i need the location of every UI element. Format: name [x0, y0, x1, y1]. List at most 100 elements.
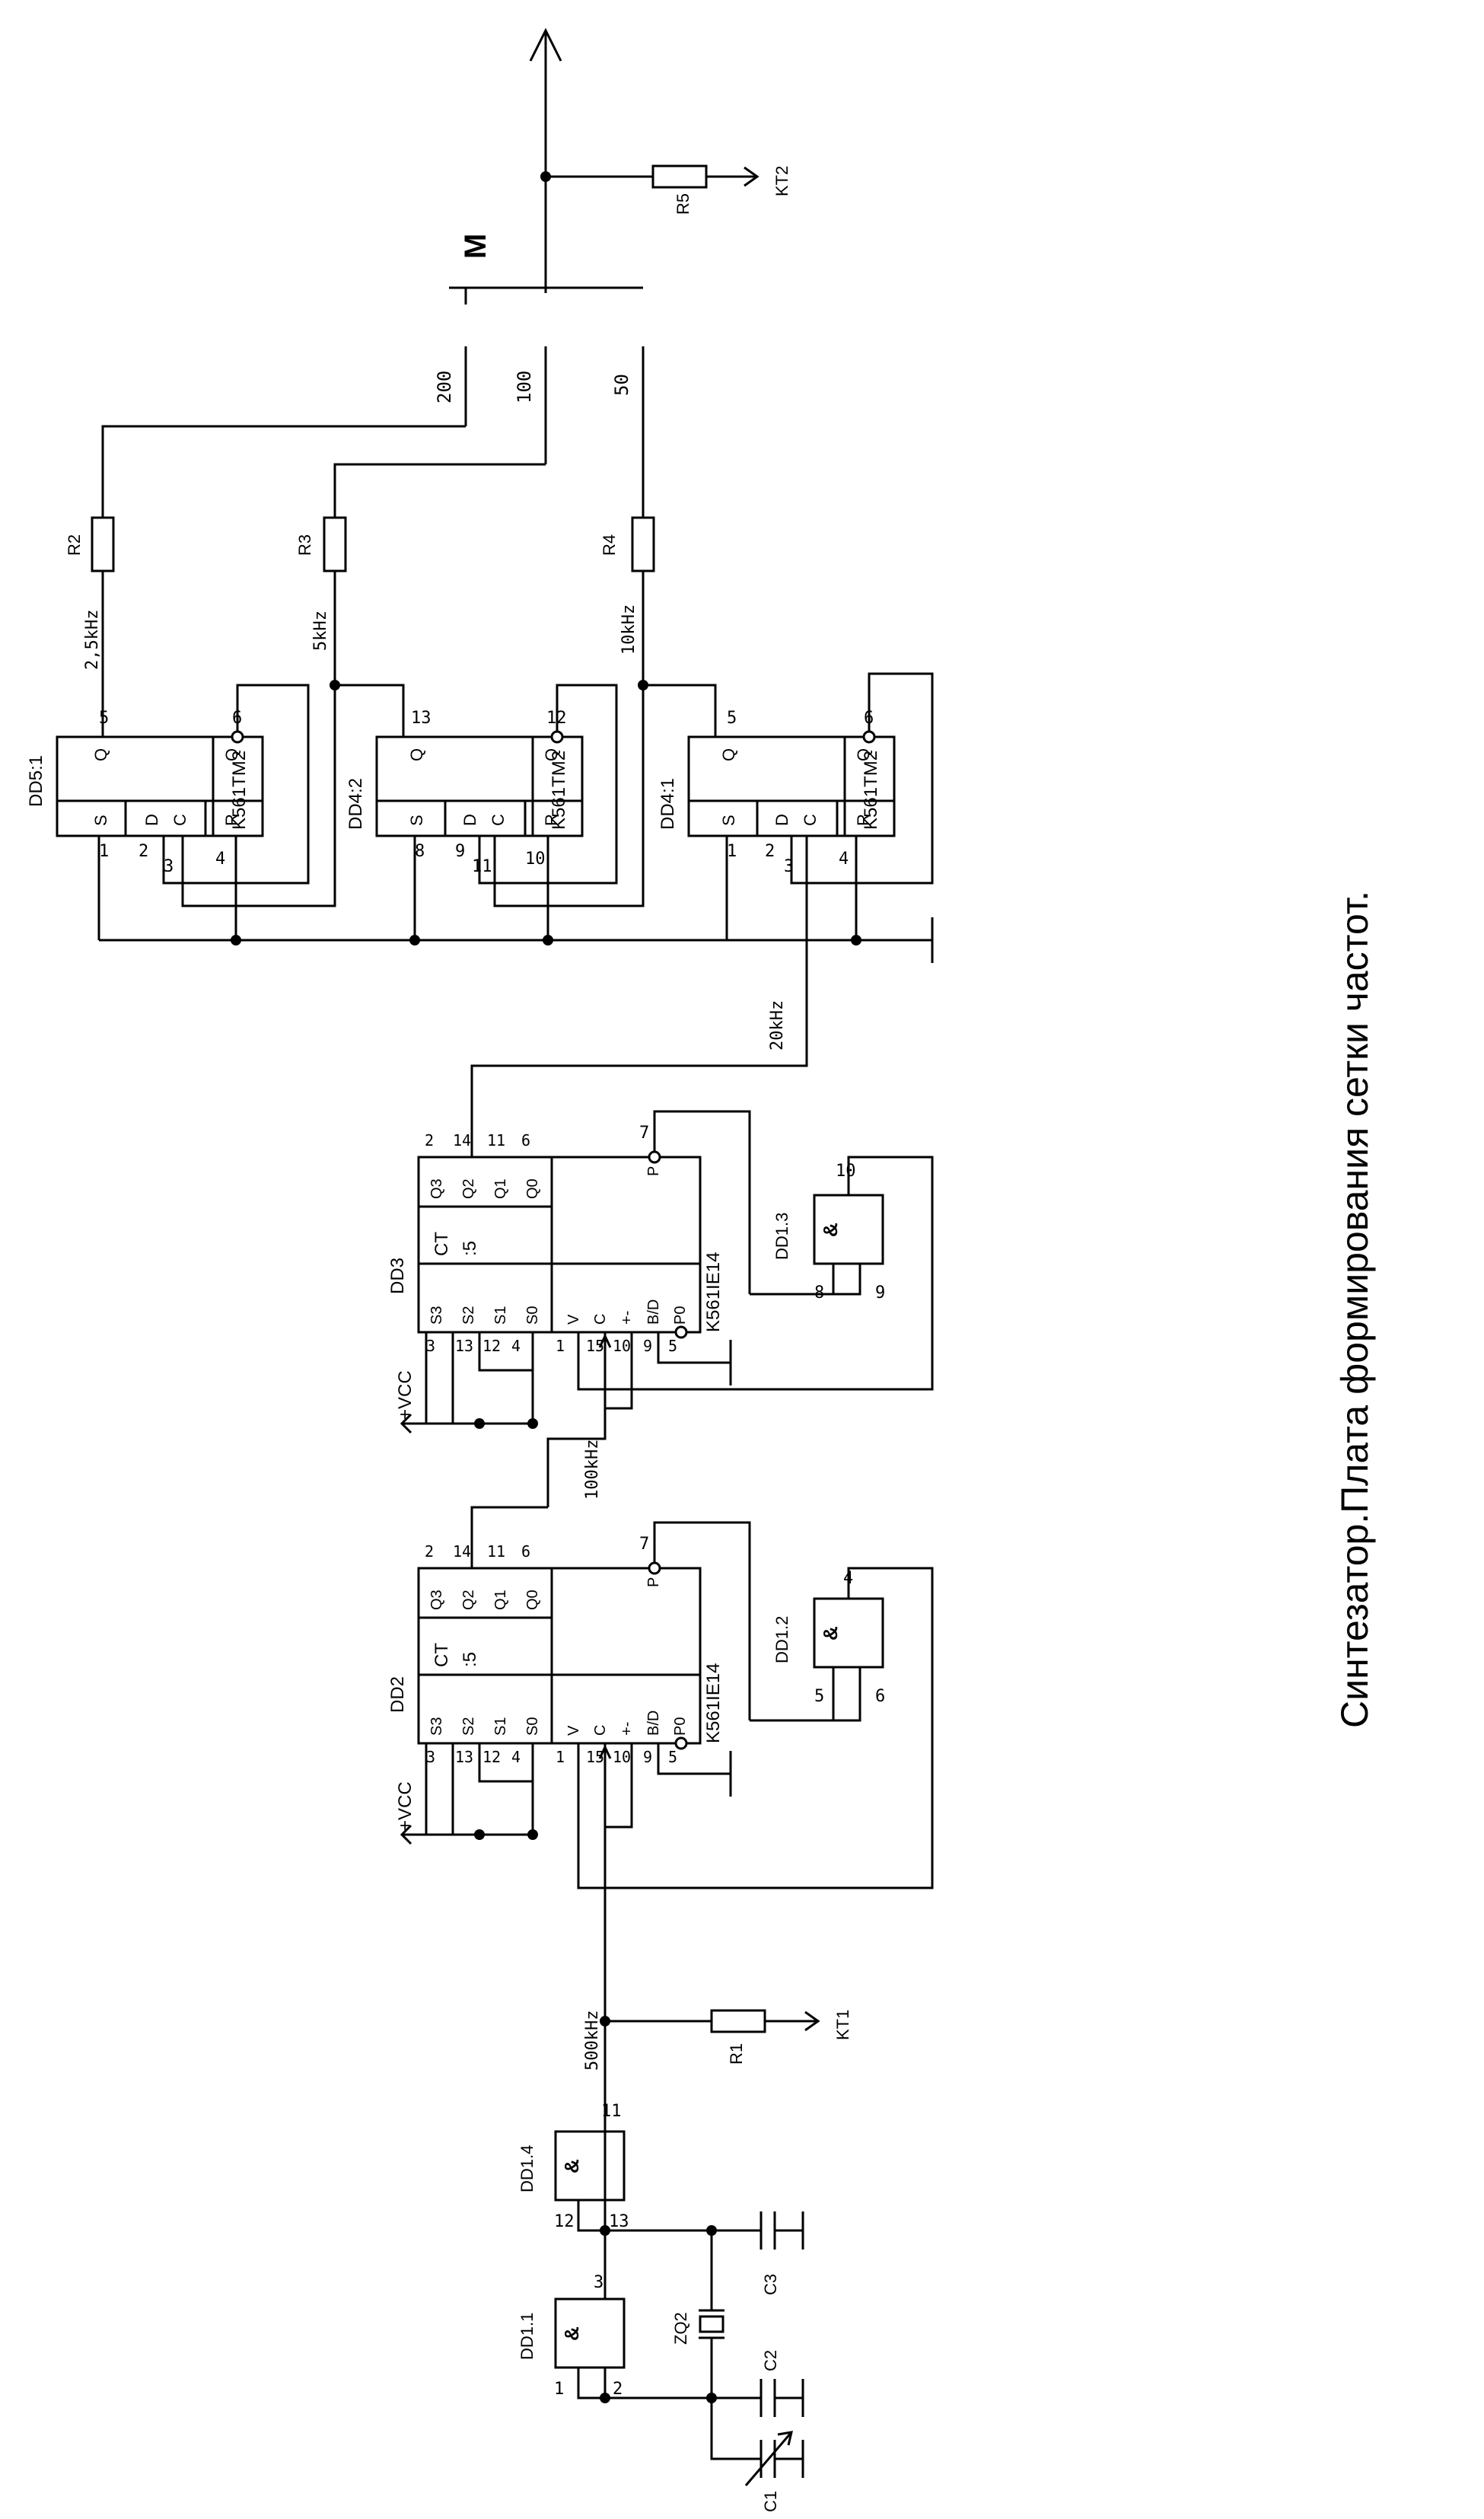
dd5-1-pin-qn: Q: [222, 748, 241, 761]
output-section: R5 KT2 M: [449, 27, 791, 305]
dd4-1-pin-r: R: [854, 814, 873, 826]
dd5-1-num-5: 5: [99, 709, 109, 728]
dd2-ref: DD2: [387, 1676, 408, 1713]
dd2-q2: Q2: [460, 1590, 477, 1610]
dd2-n9: 9: [643, 1748, 652, 1766]
gate-dd1-4: [554, 2130, 626, 2202]
dd3-n7: 7: [639, 1124, 649, 1143]
dd2-wiring: & DD1.2 4 5 6 +VCC 500kHz R1 KT1: [395, 1506, 934, 2200]
dd5-1-ref: DD5:1: [26, 755, 46, 807]
dd1-1-ref: DD1.1: [517, 2313, 537, 2360]
flipflop-wiring: 20kHz: [97, 672, 934, 1111]
dd2-type: K561IE14: [703, 1663, 724, 1743]
dd5-1-num-1: 1: [99, 842, 109, 861]
dd3-q2: Q2: [460, 1178, 477, 1199]
gate-dd1-3: [813, 1194, 884, 1265]
dd2-s3: S3: [428, 1717, 445, 1736]
label-m: M: [459, 234, 492, 259]
dd4-2-pin-r: R: [542, 814, 561, 826]
resistor-r5: [651, 164, 708, 189]
dd1-4-sym: &: [560, 2159, 583, 2173]
dd3-n1: 1: [556, 1337, 565, 1355]
dd3-n4: 4: [511, 1337, 521, 1355]
chip-dd3: DD3 K561IE14 CT :5 Q3 Q2 Q1 Q0 P S3 S2 S…: [387, 1124, 724, 1355]
oscillator: & DD1.4 11 12 13 & DD1.1 3 1 2 C3: [517, 2102, 804, 2512]
dd2-n6: 6: [521, 1542, 530, 1561]
dd1-3-sym: &: [819, 1223, 842, 1237]
dd4-2-ref: DD4:2: [346, 778, 366, 830]
dd4-2-pin-q: Q: [407, 748, 426, 761]
dd2-p0: P0: [672, 1717, 689, 1736]
dd1-1-in-b: 2: [613, 2380, 623, 2399]
dd2-s0: S0: [524, 1717, 541, 1736]
dd4-2-pin-s: S: [407, 815, 426, 826]
dd3-q0: Q0: [524, 1178, 541, 1199]
dd3-q1: Q1: [492, 1178, 509, 1199]
label-c1: C1: [761, 2491, 780, 2512]
dd4-1-num-5: 5: [727, 709, 737, 728]
label-200: 200: [434, 371, 455, 403]
dd3-pm: +-: [619, 1311, 635, 1325]
label-100khz: 100kHz: [583, 1440, 602, 1500]
dd5-1-pin-d: D: [142, 814, 161, 826]
dd2-n5: 5: [668, 1748, 677, 1766]
label-r3: R3: [295, 534, 314, 556]
dd2-bd: B/D: [645, 1711, 662, 1736]
dd3-n2: 2: [425, 1131, 434, 1149]
dd2-q1: Q1: [492, 1590, 509, 1610]
dd5-1-pin-s: S: [91, 815, 110, 826]
dd4-1-type: K561TM2: [861, 751, 881, 830]
dd3-v: V: [565, 1314, 582, 1325]
dd3-ref: DD3: [387, 1258, 408, 1294]
label-50: 50: [611, 374, 632, 396]
label-zq2: ZQ2: [671, 2312, 690, 2345]
dd4-2-pin-d: D: [460, 814, 479, 826]
dd2-n3: 3: [426, 1748, 435, 1766]
diagram-caption: Синтезатор.Плата формирования сетки част…: [1333, 891, 1376, 1728]
dd5-1-pin-c: C: [170, 814, 189, 826]
dd3-n10: 10: [613, 1337, 631, 1355]
dd2-p: P: [645, 1577, 662, 1587]
dd3-n9: 9: [643, 1337, 652, 1355]
dd1-1-in-a: 1: [554, 2380, 564, 2399]
dd1-2-in-b: 6: [875, 1687, 885, 1706]
dd1-2-in-a: 5: [814, 1687, 824, 1706]
dd1-2-ref: DD1.2: [772, 1616, 791, 1663]
dd3-n13: 13: [455, 1337, 473, 1355]
chip-dd4-1: DD4:1 K561TM2 Q Q S D C R 5 6 1 2 3 4: [658, 709, 896, 876]
dd2-s2: S2: [460, 1717, 477, 1736]
resistor-r1: [710, 2009, 766, 2033]
dd2-div: :5: [460, 1652, 480, 1667]
dd4-1-pin-d: D: [772, 814, 791, 826]
dd5-1-type: K561TM2: [229, 751, 250, 830]
dd3-ct: CT: [432, 1232, 452, 1256]
dd2-s1: S1: [492, 1717, 509, 1736]
dd2-n10: 10: [613, 1748, 631, 1766]
label-20khz: 20kHz: [768, 1000, 787, 1051]
chip-dd2: DD2 K561IE14 CT :5 Q3 Q2 Q1 Q0 P S3 S2 S…: [387, 1535, 724, 1766]
dd4-2-type: K561TM2: [549, 751, 569, 830]
label-r2: R2: [65, 534, 84, 556]
dd3-q3: Q3: [428, 1178, 445, 1199]
label-2-5khz: 2,5kHz: [83, 610, 102, 670]
dd2-c: C: [592, 1725, 609, 1736]
dd1-1-out: 3: [594, 2273, 603, 2292]
dd3-vcc: +VCC: [395, 1370, 416, 1420]
dd4-1-num-4: 4: [839, 850, 849, 869]
dd4-1-pin-q: Q: [719, 748, 738, 761]
label-kt2: KT2: [772, 166, 791, 196]
dd3-s3: S3: [428, 1306, 445, 1325]
label-kt1: KT1: [833, 2010, 852, 2040]
dd5-1-num-3: 3: [164, 857, 174, 876]
dd1-4-ref: DD1.4: [517, 2145, 537, 2192]
dd2-q0: Q0: [524, 1590, 541, 1610]
crystal-zq2: [699, 2315, 724, 2333]
dd4-2-pin-c: C: [489, 814, 508, 826]
dd3-div: :5: [460, 1241, 480, 1256]
dd1-4-in-a: 12: [554, 2212, 575, 2231]
dd1-3-out: 10: [836, 1162, 856, 1181]
dd4-1-pin-qn: Q: [854, 748, 873, 761]
dd4-2-num-13: 13: [411, 709, 432, 728]
gate-dd1-2: [813, 1597, 884, 1669]
